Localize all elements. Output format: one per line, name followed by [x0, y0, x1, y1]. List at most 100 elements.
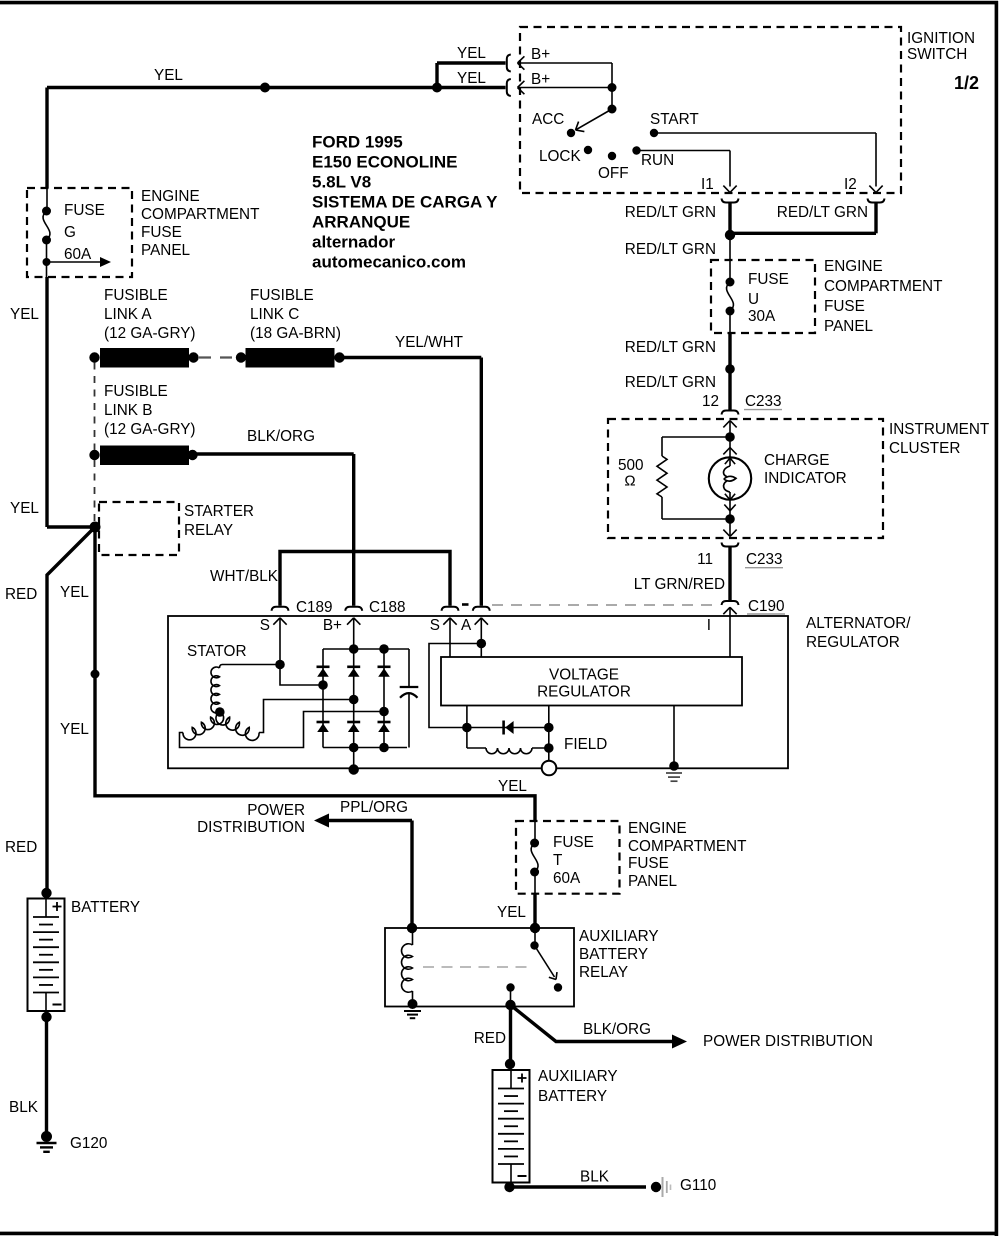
svg-text:YEL: YEL — [60, 721, 89, 738]
svg-text:C233: C233 — [745, 393, 782, 410]
svg-text:POWER DISTRIBUTION: POWER DISTRIBUTION — [703, 1033, 873, 1050]
svg-text:ALTERNATOR/: ALTERNATOR/ — [806, 615, 911, 632]
svg-text:G120: G120 — [70, 1135, 107, 1152]
svg-text:C189: C189 — [296, 599, 333, 616]
svg-text:RED/LT GRN: RED/LT GRN — [625, 241, 716, 258]
svg-text:FUSE: FUSE — [824, 298, 865, 315]
svg-text:S: S — [260, 617, 270, 634]
svg-text:YEL: YEL — [60, 584, 89, 601]
svg-text:(18 GA-BRN): (18 GA-BRN) — [250, 325, 341, 342]
svg-text:S: S — [430, 617, 440, 634]
svg-text:START: START — [650, 111, 699, 128]
svg-text:ENGINE: ENGINE — [824, 258, 883, 275]
svg-text:LOCK: LOCK — [539, 148, 581, 165]
svg-text:500: 500 — [618, 457, 644, 474]
svg-text:FUSIBLE: FUSIBLE — [104, 383, 168, 400]
svg-text:FUSE: FUSE — [553, 834, 594, 851]
svg-text:COMPARTMENT: COMPARTMENT — [141, 206, 259, 223]
svg-text:PANEL: PANEL — [824, 318, 873, 335]
svg-text:REGULATOR: REGULATOR — [806, 634, 900, 651]
svg-text:FUSIBLE: FUSIBLE — [104, 287, 168, 304]
svg-text:STATOR: STATOR — [187, 643, 247, 660]
svg-text:E150 ECONOLINE: E150 ECONOLINE — [312, 152, 458, 171]
svg-text:LINK C: LINK C — [250, 306, 299, 323]
svg-text:I1: I1 — [701, 176, 714, 193]
svg-text:COMPARTMENT: COMPARTMENT — [628, 838, 746, 855]
svg-text:RED/LT GRN: RED/LT GRN — [777, 204, 868, 221]
svg-text:CLUSTER: CLUSTER — [889, 440, 960, 457]
svg-text:ARRANQUE: ARRANQUE — [312, 212, 410, 231]
svg-text:C188: C188 — [369, 599, 406, 616]
svg-text:YEL: YEL — [457, 70, 486, 87]
svg-text:11: 11 — [697, 551, 713, 568]
svg-text:ENGINE: ENGINE — [628, 820, 687, 837]
svg-text:RED/LT GRN: RED/LT GRN — [625, 374, 716, 391]
svg-text:POWER: POWER — [247, 802, 305, 819]
svg-text:SISTEMA DE CARGA Y: SISTEMA DE CARGA Y — [312, 192, 498, 211]
svg-text:60A: 60A — [553, 870, 581, 887]
svg-text:(12 GA-GRY): (12 GA-GRY) — [104, 325, 196, 342]
svg-text:RUN: RUN — [641, 152, 674, 169]
svg-text:PANEL: PANEL — [141, 242, 190, 259]
svg-text:BLK: BLK — [9, 1099, 39, 1116]
svg-text:U: U — [748, 291, 759, 308]
svg-text:LT GRN/RED: LT GRN/RED — [634, 576, 725, 593]
svg-text:1/2: 1/2 — [954, 73, 979, 93]
svg-text:INSTRUMENT: INSTRUMENT — [889, 421, 989, 438]
svg-text:5.8L V8: 5.8L V8 — [312, 172, 371, 191]
svg-text:YEL: YEL — [497, 904, 526, 921]
svg-text:B+: B+ — [323, 617, 342, 634]
svg-text:YEL/WHT: YEL/WHT — [395, 334, 463, 351]
svg-text:RED/LT GRN: RED/LT GRN — [625, 339, 716, 356]
svg-text:STARTER: STARTER — [184, 503, 254, 520]
svg-text:alternador: alternador — [312, 232, 396, 251]
svg-text:YEL: YEL — [498, 778, 527, 795]
svg-text:RELAY: RELAY — [579, 964, 628, 981]
svg-text:COMPARTMENT: COMPARTMENT — [824, 278, 942, 295]
svg-text:C233: C233 — [746, 551, 783, 568]
svg-text:YEL: YEL — [154, 67, 183, 84]
svg-text:CHARGE: CHARGE — [764, 452, 829, 469]
svg-text:RED/LT GRN: RED/LT GRN — [625, 204, 716, 221]
svg-text:12: 12 — [702, 393, 719, 410]
svg-text:FUSIBLE: FUSIBLE — [250, 287, 314, 304]
svg-text:AUXILIARY: AUXILIARY — [538, 1068, 618, 1085]
svg-text:REGULATOR: REGULATOR — [537, 684, 631, 701]
svg-text:ACC: ACC — [532, 111, 564, 128]
svg-text:IGNITION: IGNITION — [907, 30, 975, 47]
svg-text:AUXILIARY: AUXILIARY — [579, 928, 659, 945]
svg-text:FIELD: FIELD — [564, 736, 607, 753]
svg-text:RED: RED — [5, 586, 37, 603]
svg-text:I2: I2 — [844, 176, 857, 193]
svg-text:BATTERY: BATTERY — [71, 899, 140, 916]
svg-text:PANEL: PANEL — [628, 873, 677, 890]
svg-text:YEL: YEL — [10, 500, 39, 517]
svg-text:FUSE: FUSE — [628, 855, 669, 872]
svg-text:BLK: BLK — [580, 1169, 610, 1186]
svg-text:INDICATOR: INDICATOR — [764, 470, 847, 487]
svg-text:B+: B+ — [531, 71, 550, 88]
svg-text:G110: G110 — [680, 1177, 716, 1194]
svg-text:FORD 1995: FORD 1995 — [312, 132, 403, 151]
svg-text:T: T — [553, 852, 562, 869]
svg-text:FUSE: FUSE — [748, 271, 789, 288]
svg-text:RED: RED — [474, 1030, 506, 1047]
svg-text:C190: C190 — [748, 598, 785, 615]
svg-text:SWITCH: SWITCH — [907, 46, 967, 63]
svg-text:60A: 60A — [64, 246, 92, 263]
svg-text:YEL: YEL — [457, 45, 486, 62]
svg-text:30A: 30A — [748, 308, 776, 325]
svg-text:DISTRIBUTION: DISTRIBUTION — [197, 819, 305, 836]
svg-text:LINK A: LINK A — [104, 306, 152, 323]
svg-text:BATTERY: BATTERY — [538, 1088, 607, 1105]
svg-text:automecanico.com: automecanico.com — [312, 252, 466, 271]
svg-text:OFF: OFF — [598, 165, 629, 182]
svg-text:Ω: Ω — [624, 473, 635, 490]
svg-text:BLK/ORG: BLK/ORG — [247, 428, 315, 445]
svg-text:YEL: YEL — [10, 306, 39, 323]
svg-text:RED: RED — [5, 839, 37, 856]
svg-text:FUSE: FUSE — [64, 202, 105, 219]
svg-text:A: A — [461, 617, 472, 634]
svg-text:PPL/ORG: PPL/ORG — [340, 799, 408, 816]
svg-text:ENGINE: ENGINE — [141, 188, 200, 205]
